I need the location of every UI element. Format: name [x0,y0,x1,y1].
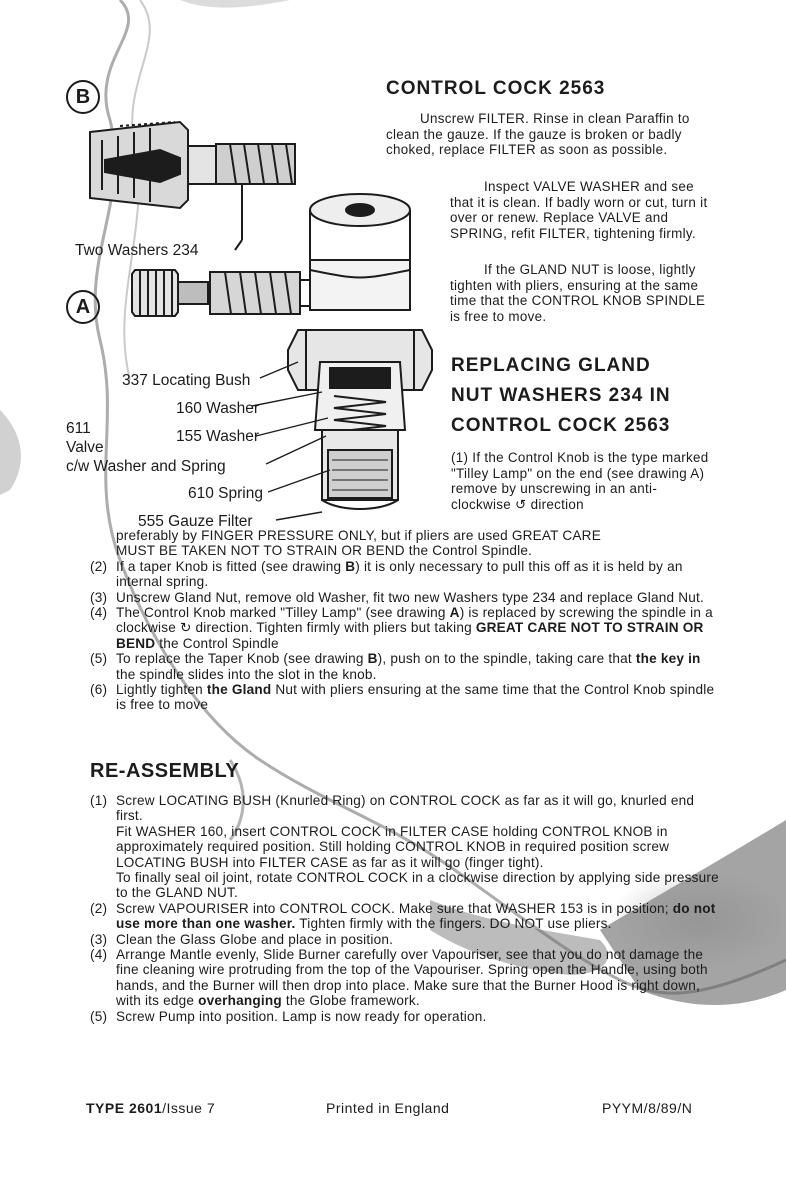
drawing-b-badge: B [66,80,100,114]
callout-valve-word: Valve [66,439,104,456]
footer-issue: /Issue 7 [162,1100,216,1116]
item-text: the Globe framework. [281,993,420,1009]
reassembly-item-3: (3) Clean the Glass Globe and place in p… [90,932,720,947]
item-number: (4) [90,947,108,963]
control-cock-paragraph-3: If the GLAND NUT is loose, lightly tight… [450,262,716,324]
reassembly-item-5: (5) Screw Pump into position. Lamp is no… [90,1009,720,1024]
reassembly-item-1-text-c: To finally seal oil joint, rotate CONTRO… [116,870,719,901]
reassembly-list: (1) Screw LOCATING BUSH (Knurled Ring) o… [90,793,720,1024]
replacing-title-line-3: CONTROL COCK 2563 [451,415,671,436]
item-bold-text: B [367,651,378,667]
callout-gauze-filter: 555 Gauze Filter [138,513,253,530]
item-text: the Control Spindle [155,635,279,651]
control-cock-paragraph-1: Unscrew FILTER. Rinse in clean Paraffin … [386,111,716,158]
item-bold-text: GREAT CARE NOT TO STRAIN OR BEND [116,620,704,651]
footer-type: TYPE 2601/Issue 7 [86,1100,215,1116]
control-cock-text-3: If the GLAND NUT is loose, lightly tight… [450,262,706,324]
item-text: Nut with pliers ensuring at the same tim… [116,682,715,713]
item-text: If a taper Knob is fitted (see drawing [116,558,346,574]
replacing-item-6: (6) Lightly tighten the Gland Nut with p… [90,682,720,713]
item-text: Screw Pump into position. Lamp is now re… [116,1008,487,1024]
callout-two-washers: Two Washers 234 [75,242,199,259]
item-number: (3) [90,931,108,947]
replacing-item-2: (2) If a taper Knob is fitted (see drawi… [90,559,720,590]
reassembly-title: RE-ASSEMBLY [90,760,240,782]
reassembly-item-2: (2) Screw VAPOURISER into CONTROL COCK. … [90,901,720,932]
item-text: direction. Tighten firmly with pliers bu… [195,620,476,636]
item-text: ) is replaced by screwing the spindle in… [116,605,713,636]
reassembly-item-1-text-a: Screw LOCATING BUSH (Knurled Ring) on CO… [116,793,695,824]
drawing-a-badge: A [66,290,100,324]
reassembly-item-1-text-b: Fit WASHER 160, insert CONTROL COCK in F… [116,823,670,870]
callout-locating-bush: 337 Locating Bush [122,372,251,389]
footer-type-number: TYPE 2601 [86,1100,163,1116]
callout-valve-spring: c/w Washer and Spring [66,458,226,475]
replacing-item-1-number: (1) [451,450,469,465]
replacing-item-1-direction: direction [530,496,584,512]
control-cock-paragraph-2: Inspect VALVE WASHER and see that it is … [450,179,716,241]
item-text: Arrange Mantle evenly, Slide Burner care… [116,947,708,1009]
item-text: The Control Knob marked "Tilley Lamp" (s… [116,605,450,621]
item-number: (2) [90,900,108,916]
replacing-title-line-2: NUT WASHERS 234 IN [451,385,671,406]
reassembly-item-4: (4) Arrange Mantle evenly, Slide Burner … [90,947,720,1009]
callout-spring-610: 610 Spring [188,485,263,502]
item-text: Tighten firmly with the fingers. DO NOT … [295,916,612,932]
replacing-item-5: (5) To replace the Taper Knob (see drawi… [90,651,720,682]
item-bold-text: overhanging [198,993,282,1009]
footer-printed: Printed in England [326,1100,450,1116]
item-number: (4) [90,605,108,621]
gauze-filter-icon [327,449,393,499]
item-number: (5) [90,1008,108,1024]
item-number: (1) [90,793,108,808]
item-text: the spindle slides into the slot in the … [116,666,377,682]
item-bold-text: the Gland [206,682,272,698]
callout-washer-160: 160 Washer [176,400,259,417]
item-text: ), push on to the spindle, taking care t… [377,651,636,667]
item-text: ) it is only necessary to pull this off … [116,558,683,590]
item-bold-text: the key in [635,651,701,667]
control-cock-title: CONTROL COCK 2563 [386,78,606,99]
item-text: Lightly tighten [116,682,207,698]
item-number: (5) [90,651,108,667]
reassembly-item-1: (1) Screw LOCATING BUSH (Knurled Ring) o… [90,793,720,901]
control-cock-text-1: Unscrew FILTER. Rinse in clean Paraffin … [386,111,690,158]
item-number: (2) [90,558,108,574]
item-number: (6) [90,682,108,698]
replacing-item-4: (4) The Control Knob marked "Tilley Lamp… [90,605,720,651]
callout-washer-155: 155 Washer [176,428,259,445]
item-bold-text: B [345,558,356,574]
anticlockwise-arrow-icon: ↺ [515,496,527,512]
item-text: Unscrew Gland Nut, remove old Washer, fi… [116,589,704,605]
item-text: Screw VAPOURISER into CONTROL COCK. Make… [116,900,673,916]
footer-code: PYYM/8/89/N [602,1100,693,1116]
control-cock-drawing [89,120,433,521]
spindle-b-icon [215,143,296,185]
callout-valve-number: 611 [66,420,91,437]
item-text: Clean the Glass Globe and place in posit… [116,931,394,947]
replacing-item-3: (3) Unscrew Gland Nut, remove old Washer… [90,590,720,605]
item-number: (3) [90,589,108,605]
control-cock-text-2: Inspect VALVE WASHER and see that it is … [450,179,708,241]
replacing-item-1-continued-b: MUST BE TAKEN NOT TO STRAIN OR BEND the … [116,543,533,559]
replacing-title-line-1: REPLACING GLAND [451,355,651,376]
item-text: To replace the Taper Knob (see drawing [116,651,368,667]
item-bold-text: do not use more than one washer. [116,900,716,932]
replacing-item-1-text: If the Control Knob is the type marked "… [451,450,709,512]
control-cock-body-icon [309,210,411,260]
item-bold-text: A [449,605,460,621]
replacing-list: preferably by FINGER PRESSURE ONLY, but … [90,528,720,713]
replacing-item-1-continued-a: preferably by FINGER PRESSURE ONLY, but … [116,528,601,543]
clockwise-arrow-icon: ↻ [179,620,192,636]
replacing-item-1: (1) If the Control Knob is the type mark… [451,450,717,512]
